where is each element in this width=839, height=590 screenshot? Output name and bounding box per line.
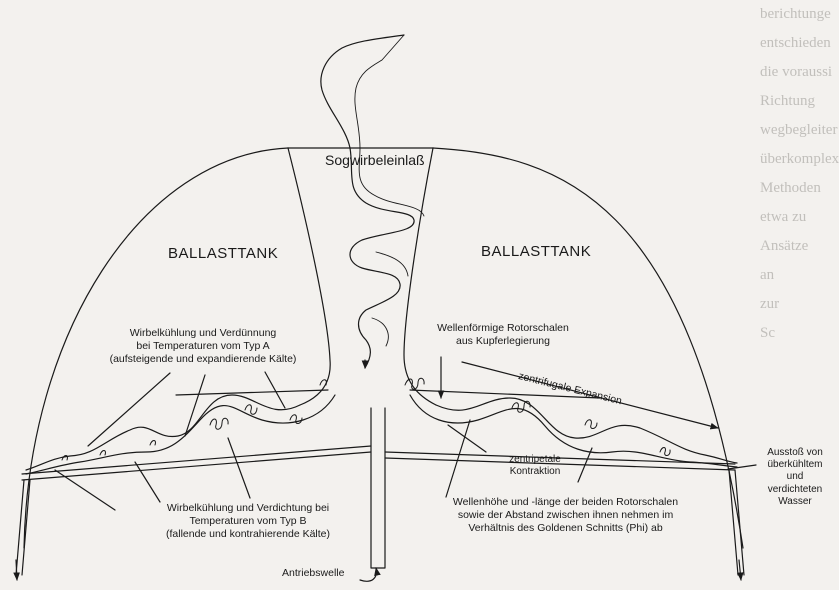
inlet-vortex-spiral [321, 35, 414, 368]
right-tank-inner-wall [404, 148, 436, 405]
rotor-top-plate [176, 390, 600, 398]
right-outlet-arrow [739, 560, 741, 580]
golden-ratio-label: Wellenhöhe und -länge der beiden Rotorsc… [428, 496, 703, 534]
right-outlet-tube [729, 470, 744, 575]
centripetal-contraction-label: zentripetale Kontraktion [495, 454, 575, 478]
rotor-shells-label: Wellenförmige Rotorschalen aus Kupferleg… [418, 322, 588, 348]
cooling-type-b-label: Wirbelkühlung und Verdichtung bei Temper… [128, 502, 368, 540]
inlet-label: Sogwirbeleinlaß [325, 152, 425, 169]
drive-shaft [371, 408, 385, 568]
drive-shaft-label: Antriebswelle [282, 567, 344, 580]
right-tank-label: BALLASTTANK [481, 243, 591, 261]
inlet-vortex-spiral-edge [355, 35, 424, 346]
left-tank-label: BALLASTTANK [168, 245, 278, 263]
shaft-pointer [360, 568, 376, 581]
outlet-label: Ausstoß von überkühltem und verdichteten… [756, 447, 834, 508]
left-tank-inner-wall [288, 148, 330, 405]
cooling-type-a-label: Wirbelkühlung und Verdünnung bei Tempera… [88, 327, 318, 365]
outer-dome-right [433, 148, 743, 548]
leader-cooling-b [55, 438, 250, 510]
